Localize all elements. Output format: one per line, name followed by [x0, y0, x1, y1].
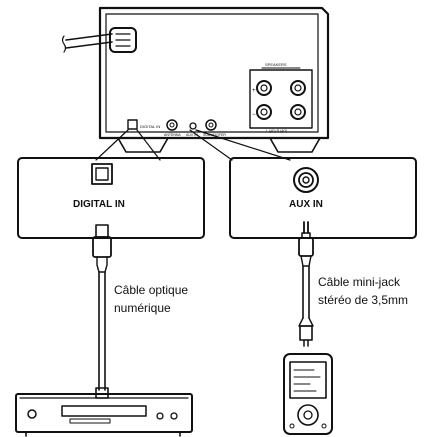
aux-port-rear	[189, 122, 197, 130]
svg-text:−: −	[252, 112, 256, 118]
svg-text:DIGITAL IN: DIGITAL IN	[140, 124, 160, 129]
aux-jack-enlarged	[293, 167, 319, 193]
aux-in-label: AUX IN	[289, 199, 323, 210]
digital-in-label: DIGITAL IN	[73, 199, 125, 210]
rear-connectors: DIGITAL IN ANTENNA AUX IN SUBWOOFER	[127, 119, 226, 137]
optical-cable	[92, 224, 112, 399]
power-plug	[109, 27, 137, 53]
rca-port-1	[166, 119, 178, 131]
optical-cable-label-line2: numérique	[114, 301, 171, 315]
speaker-terminals: SPEAKERS + − L (4Ω) R (4Ω)	[249, 62, 313, 133]
svg-text:AUX IN: AUX IN	[186, 133, 198, 137]
minijack-cable-label-line2: stéréo de 3,5mm	[318, 293, 408, 307]
minijack-plug-bottom	[299, 325, 313, 341]
optical-port	[127, 119, 138, 130]
disc-tray	[61, 405, 147, 417]
svg-text:L (4Ω) R (4Ω): L (4Ω) R (4Ω)	[266, 129, 287, 133]
aux-in-callout	[229, 157, 417, 239]
callout-leaders	[95, 129, 291, 161]
svg-text:SUBWOOFER: SUBWOOFER	[203, 133, 226, 137]
rca-port-2	[205, 119, 217, 131]
digital-in-callout	[17, 157, 205, 239]
portable-audio-player	[283, 353, 333, 435]
power-button-icon	[27, 409, 37, 419]
svg-text:SPEAKERS: SPEAKERS	[265, 62, 287, 67]
minijack-cable	[298, 221, 314, 347]
click-wheel-icon	[297, 404, 319, 426]
minijack-cable-label-line1: Câble mini-jack	[318, 275, 401, 289]
svg-text:ANTENNA: ANTENNA	[164, 133, 181, 137]
svg-text:+: +	[252, 88, 256, 94]
player-screen	[289, 361, 327, 399]
power-cord	[61, 27, 137, 53]
main-unit-rear	[98, 6, 330, 153]
digital-source-player	[15, 393, 193, 437]
optical-cable-label-line1: Câble optique	[114, 283, 188, 297]
optical-plug-top	[95, 224, 109, 238]
optical-port-enlarged	[91, 163, 113, 185]
